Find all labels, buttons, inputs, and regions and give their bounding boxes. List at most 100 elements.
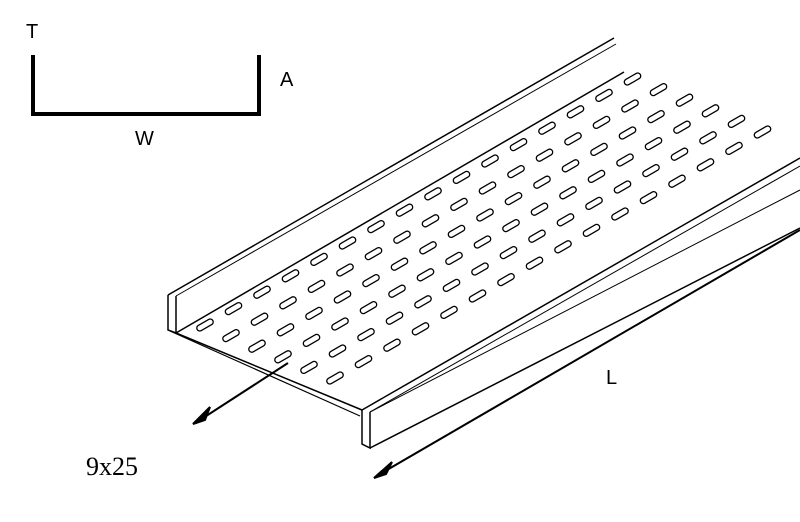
tray-slot xyxy=(224,301,243,316)
tray-slot xyxy=(452,170,471,185)
tray-base-front-edge xyxy=(175,332,363,411)
tray-slot xyxy=(367,219,385,234)
slot-size-label: 9x25 xyxy=(86,452,138,481)
tray-slot xyxy=(385,311,404,325)
profile-cross-section: T A W xyxy=(26,21,294,150)
tray-slot xyxy=(507,164,525,179)
tray-slot xyxy=(395,203,414,217)
tray-back-wall-top-inner xyxy=(175,43,617,297)
tray-slot xyxy=(618,126,637,140)
tray-slot xyxy=(564,132,582,146)
tray-slot xyxy=(279,296,297,310)
tray-slot xyxy=(476,208,494,222)
tray-slot xyxy=(673,120,691,134)
tray-slot-grid xyxy=(196,72,772,385)
tray-slot xyxy=(440,305,458,320)
thickness-label: T xyxy=(26,21,38,43)
tray-slot xyxy=(649,82,668,97)
tray-slot xyxy=(388,284,406,298)
tray-slot xyxy=(481,154,499,168)
tray-slot xyxy=(670,147,689,161)
tray-slot xyxy=(357,327,375,342)
tray-slot xyxy=(696,158,715,172)
length-arrowhead-icon xyxy=(373,461,393,479)
tray-slot xyxy=(566,105,585,119)
tray-slot xyxy=(595,88,613,103)
tray-slot xyxy=(559,186,577,200)
tray-slot xyxy=(442,278,461,293)
tray-slot xyxy=(535,148,554,162)
tray-slot xyxy=(621,99,639,113)
tray-slot xyxy=(611,207,629,221)
tray-slot xyxy=(307,279,326,294)
tray-back-wall-end xyxy=(167,295,177,335)
tray-front-wall-bottom xyxy=(369,227,800,449)
tray-slot xyxy=(585,196,603,211)
tray-slot xyxy=(393,230,411,244)
tray-slot xyxy=(471,262,489,276)
tray-front-wall-top-inner xyxy=(369,165,800,413)
tray-slot xyxy=(414,295,432,309)
tray-slot xyxy=(525,256,544,270)
tray-slot xyxy=(616,153,634,167)
height-label: A xyxy=(280,69,294,91)
tray-slot xyxy=(701,104,720,118)
tray-slot xyxy=(281,269,300,283)
tray-slot xyxy=(639,190,658,205)
tray-slot xyxy=(478,181,497,195)
profile-u-shape xyxy=(31,55,261,116)
tray-slot xyxy=(753,125,772,139)
length-dimension-line xyxy=(379,229,800,475)
tray-slot xyxy=(582,223,601,238)
tray-slot xyxy=(497,272,515,287)
tray-back-wall-top xyxy=(167,37,615,296)
tray-slot xyxy=(504,191,523,206)
tray-slot xyxy=(623,72,642,86)
tray-slot xyxy=(424,187,442,201)
tray-slot xyxy=(587,169,606,184)
tray-slot xyxy=(328,344,347,358)
slot-callout-arrowhead-icon xyxy=(192,406,211,425)
tray-slot xyxy=(354,354,373,369)
tray-slot xyxy=(647,109,665,124)
tray-slot xyxy=(445,251,463,266)
tray-slot xyxy=(333,290,352,304)
tray-front-wall-top xyxy=(361,157,800,411)
tray-slot xyxy=(590,142,608,157)
tray-slot xyxy=(592,115,611,130)
tray-slot xyxy=(383,338,401,352)
length-label: L xyxy=(606,367,617,389)
tray-slot xyxy=(326,371,344,385)
tray-slot xyxy=(533,175,551,189)
tray-slot xyxy=(300,360,318,375)
tray-slot xyxy=(310,252,328,267)
tray-slot xyxy=(274,350,292,364)
tray-slot xyxy=(253,285,271,299)
tray-slot xyxy=(468,289,487,303)
tray-base-front-edge-lower xyxy=(169,330,361,417)
tray-slot xyxy=(305,306,323,321)
tray-slot xyxy=(699,131,717,145)
tray-slot xyxy=(509,137,528,152)
slot-callout-leader xyxy=(199,362,289,421)
tray-slot xyxy=(556,213,575,227)
tray-slot xyxy=(196,318,214,332)
cable-tray xyxy=(167,37,800,450)
slot-callout: 9x25 xyxy=(86,362,289,481)
tray-slot xyxy=(336,263,354,277)
tray-slot xyxy=(613,180,632,194)
length-dimension: L xyxy=(373,229,800,479)
tray-slot xyxy=(502,218,520,233)
tray-slot xyxy=(338,236,357,250)
tray-slot xyxy=(411,322,430,336)
tray-slot xyxy=(473,235,492,249)
tray-slot xyxy=(331,317,349,331)
tray-slot xyxy=(222,328,240,343)
tray-slot xyxy=(248,339,266,353)
tray-slot xyxy=(538,121,556,135)
tray-slot xyxy=(675,93,694,107)
tray-slot xyxy=(362,273,380,288)
tray-slot xyxy=(727,114,746,129)
tray-slot xyxy=(450,197,468,212)
